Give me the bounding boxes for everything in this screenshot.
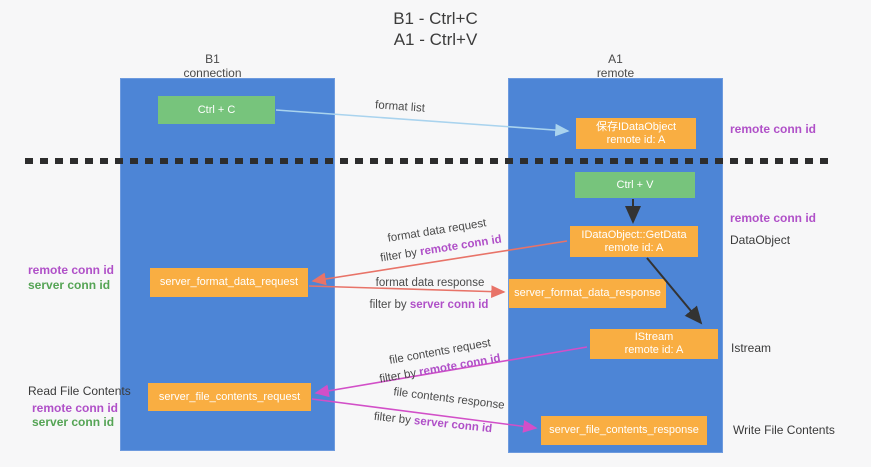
left-column-name: B1: [205, 52, 220, 66]
filter-by-text: filter by: [378, 366, 421, 386]
title-line-2: A1 - Ctrl+V: [393, 30, 478, 49]
idataobject-getdata-box: IDataObject::GetData remote id: A: [570, 226, 698, 257]
save-idataobject-line1: 保存IDataObject: [595, 120, 677, 133]
istream-line2: remote id: A: [624, 344, 684, 356]
istream-side-label: Istream: [731, 341, 772, 355]
server-conn-id-text: server conn id: [413, 415, 493, 436]
left-server-conn-id-top-label: server conn id: [28, 278, 111, 292]
save-idataobject-line2: remote id: A: [606, 133, 666, 146]
ctrl-v-label: Ctrl + V: [616, 178, 654, 191]
getdata-line1: IDataObject::GetData: [581, 228, 687, 241]
getdata-line2: remote id: A: [604, 241, 664, 254]
left-server-conn-id-bottom-label: server conn id: [32, 415, 115, 429]
file-contents-response-filter-label: filter by server conn id: [373, 411, 492, 435]
server-conn-id-text: server conn id: [409, 299, 489, 311]
format-list-label: format list: [374, 99, 426, 115]
server-file-contents-response-box: server_file_contents_response: [541, 416, 707, 445]
save-idataobject-box: 保存IDataObject remote id: A: [576, 118, 696, 149]
right-remote-conn-id-mid-label: remote conn id: [730, 211, 817, 225]
filter-by-text: filter by: [379, 246, 422, 265]
server-file-contents-response-label: server_file_contents_response: [549, 424, 699, 436]
server-format-data-request-box: server_format_data_request: [150, 268, 308, 297]
dashed-separator-line: [25, 158, 833, 164]
diagram-title: B1 - Ctrl+C A1 - Ctrl+V: [0, 8, 871, 50]
server-file-contents-request-box: server_file_contents_request: [148, 383, 311, 411]
read-file-contents-label: Read File Contents: [28, 384, 131, 398]
server-format-data-response-label: server_format_data_response: [514, 287, 661, 299]
file-contents-response-label: file contents response: [392, 386, 506, 412]
left-column-role: connection: [183, 66, 242, 80]
left-remote-conn-id-bottom-label: remote conn id: [32, 401, 119, 415]
right-column-role: remote: [596, 66, 635, 80]
format-data-response-filter-label: filter by server conn id: [370, 299, 489, 311]
ctrl-v-box: Ctrl + V: [575, 172, 695, 198]
right-column-header: A1 remote: [508, 52, 723, 80]
left-column-header: B1 connection: [105, 52, 320, 80]
ctrl-c-box: Ctrl + C: [158, 96, 275, 124]
istream-line1: IStream: [634, 331, 674, 343]
format-data-response-label: format data response: [375, 277, 485, 289]
istream-box: IStream remote id: A: [590, 329, 718, 359]
right-remote-conn-id-top-label: remote conn id: [730, 122, 817, 136]
write-file-contents-label: Write File Contents: [733, 423, 835, 437]
ctrl-c-label: Ctrl + C: [197, 103, 236, 116]
title-line-1: B1 - Ctrl+C: [393, 9, 478, 28]
filter-by-text: filter by: [373, 410, 415, 427]
right-column-name: A1: [608, 52, 623, 66]
left-remote-conn-id-top-label: remote conn id: [28, 263, 115, 277]
server-file-contents-request-label: server_file_contents_request: [158, 390, 301, 403]
dataobject-label: DataObject: [730, 233, 791, 247]
server-format-data-response-box: server_format_data_response: [509, 279, 666, 308]
filter-by-text: filter by: [369, 299, 410, 311]
server-format-data-request-label: server_format_data_request: [159, 276, 299, 288]
